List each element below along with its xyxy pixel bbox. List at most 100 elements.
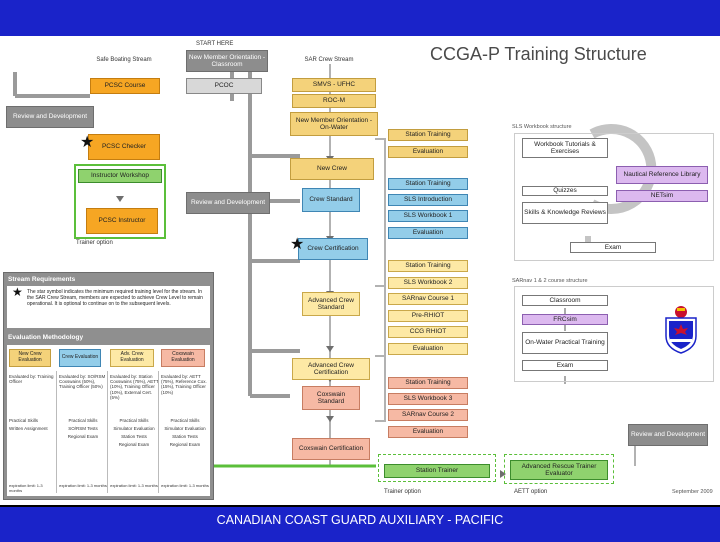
- stream-requirements-box: [7, 286, 210, 328]
- eval-cell: Regional Exam: [118, 442, 150, 447]
- crew-standard-box: Crew Standard: [302, 188, 360, 212]
- start-here-label: START HERE: [196, 41, 234, 47]
- eval-cell: Written Assignment: [9, 426, 48, 431]
- ccga-crest-icon: [665, 306, 697, 354]
- star-icon-legend: ★: [12, 285, 23, 299]
- safe-boating-stream-label: Safe Boating Stream: [96, 57, 152, 63]
- diagram-stage: CCGA-P Training Structure START HERE Saf…: [0, 36, 720, 505]
- review-dev-mid-box: Review and Development: [186, 192, 270, 214]
- sar-crew-stream-label: SAR Crew Stream: [304, 57, 354, 63]
- column-divider: [107, 371, 108, 493]
- module-evaluation-4: Evaluation: [388, 426, 468, 438]
- review-dev-right-box: Review and Development: [628, 424, 708, 446]
- coxswain-certification-box: Coxswain Certification: [292, 438, 370, 460]
- eval-cell: expiration limit: 1-3 months: [161, 483, 209, 488]
- eval-cell: Station Tests: [172, 434, 198, 439]
- date-label: September 2009: [672, 489, 713, 495]
- pcsc-checker-label: PCSC Checker: [101, 143, 147, 151]
- sls-nautical-box: Nautical Reference Library: [616, 166, 708, 184]
- new-member-onwater-box: New Member Orientation - On-Water: [290, 112, 378, 136]
- station-trainer-box: Station Trainer: [384, 464, 490, 478]
- stream-requirements-text: The star symbol indicates the minimum re…: [27, 289, 203, 307]
- sls-workbook-box: Workbook Tutorials & Exercises: [522, 138, 608, 158]
- eval-cell: Evaluated by: AETT (75%), Reference Cox.…: [161, 374, 207, 395]
- sarnav-exam-box: Exam: [522, 360, 608, 371]
- roc-m-box: ROC-M: [292, 94, 376, 108]
- eval-cell: expiration limit: 1-3 months: [9, 483, 43, 493]
- trainer-option-label-2: Trainer option: [384, 489, 421, 495]
- instructor-workshop-box: Instructor Workshop: [78, 169, 162, 183]
- module-sls-wb1: SLS Workbook 1: [388, 210, 468, 222]
- pcoc-box: PCOC: [186, 78, 262, 94]
- trainer-option-frame: [74, 164, 166, 239]
- eval-cell: Practical Skills: [170, 418, 200, 423]
- sls-quizzes-box: Quizzes: [522, 186, 608, 196]
- eval-cell: expiration limit: 1-3 months: [110, 483, 158, 488]
- sls-netsim-box: NETsim: [616, 190, 708, 202]
- eval-header-coxswain: Coxswain Evaluation: [161, 349, 205, 367]
- star-icon: ★: [80, 134, 95, 151]
- eval-cell: expiration limit: 1-3 months: [59, 483, 107, 488]
- module-sls-intro: SLS Introduction: [388, 194, 468, 206]
- module-ccg-rhiot: CCG RHIOT: [388, 326, 468, 338]
- sarnav-structure-panel: [514, 286, 714, 382]
- new-member-classroom-box: New Member Orientation - Classroom: [186, 50, 268, 72]
- sarnav-classroom-box: Classroom: [522, 295, 608, 306]
- page-title: CCGA-P Training Structure: [430, 44, 647, 64]
- trainer-option-label: Trainer option: [76, 240, 113, 246]
- module-station-training-2: Station Training: [388, 178, 468, 190]
- stream-requirements-title: Stream Requirements: [8, 276, 76, 283]
- aett-option-label: AETT option: [514, 489, 548, 495]
- module-station-training-4: Station Training: [388, 377, 468, 389]
- evaluation-methodology-title: Evaluation Methodology: [8, 334, 84, 341]
- advanced-crew-certification-box: Advanced Crew Certification: [292, 358, 370, 380]
- eval-cell: Practical Skills: [9, 418, 39, 423]
- sarnav-structure-title: SARnav 1 & 2 course structure: [512, 278, 588, 284]
- module-sls-wb2: SLS Workbook 2: [388, 277, 468, 289]
- module-evaluation-1: Evaluation: [388, 146, 468, 158]
- column-divider: [56, 371, 57, 493]
- pcsc-course-box: PCSC Course: [90, 78, 160, 94]
- sls-structure-panel: [514, 133, 714, 261]
- eval-cell: Evaluated by: SO/RSM Coxswains (50%), Tr…: [59, 374, 106, 390]
- module-station-training-3: Station Training: [388, 260, 468, 272]
- crew-certification-box: Crew Certification: [298, 238, 368, 260]
- module-evaluation-2: Evaluation: [388, 227, 468, 239]
- sls-exam-box: Exam: [570, 242, 656, 253]
- eval-cell: Simulator Evaluation: [164, 426, 206, 431]
- eval-cell: SO/RSM Tests: [68, 426, 98, 431]
- eval-header-adv-crew: Adv. Crew Evaluation: [110, 349, 154, 367]
- module-pre-rhiot: Pre-RHIOT: [388, 310, 468, 322]
- advanced-rescue-trainer-box: Advanced Rescue Trainer Evaluator: [510, 460, 608, 480]
- module-evaluation-3: Evaluation: [388, 343, 468, 355]
- module-sarnav-2: SARnav Course 2: [388, 409, 468, 421]
- pcsc-checker-box: PCSC Checker: [88, 134, 160, 160]
- aett-option-frame: [504, 454, 614, 484]
- module-sls-wb3: SLS Workbook 3: [388, 393, 468, 405]
- eval-header-new-crew: New Crew Evaluation: [9, 349, 51, 367]
- sls-skills-box: Skills & Knowledge Reviews: [522, 202, 608, 224]
- sarnav-frcsim-box: FRCsim: [522, 314, 608, 325]
- eval-header-crew: Crew Evaluation: [59, 349, 101, 367]
- pcsc-instructor-box: PCSC Instructor: [86, 208, 158, 234]
- eval-cell: Evaluated by: Station Coxswains (75%), A…: [110, 374, 159, 400]
- review-dev-left-box: Review and Development: [6, 106, 94, 128]
- star-icon-crew: ★: [290, 236, 305, 253]
- eval-cell: Station Tests: [121, 434, 147, 439]
- eval-cell: Practical Skills: [68, 418, 98, 423]
- top-banner: [0, 0, 720, 36]
- eval-cell: Regional Exam: [169, 442, 201, 447]
- sarnav-onwater-box: On-Water Practical Training: [522, 332, 608, 354]
- footer-text: CANADIAN COAST GUARD AUXILIARY - PACIFIC: [216, 513, 504, 527]
- footer-bar: [0, 505, 720, 542]
- coxswain-standard-box: Coxswain Standard: [302, 386, 360, 410]
- advanced-crew-standard-box: Advanced Crew Standard: [302, 292, 360, 316]
- new-crew-box: New Crew: [290, 158, 374, 180]
- eval-cell: Practical Skills: [119, 418, 149, 423]
- module-station-training-1: Station Training: [388, 129, 468, 141]
- trainer-option-frame-2: [378, 454, 496, 482]
- eval-cell: Evaluated by: Training Officer: [9, 374, 54, 385]
- module-sarnav-1: SARnav Course 1: [388, 293, 468, 305]
- eval-cell: Simulator Evaluation: [113, 426, 155, 431]
- eval-cell: Regional Exam: [67, 434, 99, 439]
